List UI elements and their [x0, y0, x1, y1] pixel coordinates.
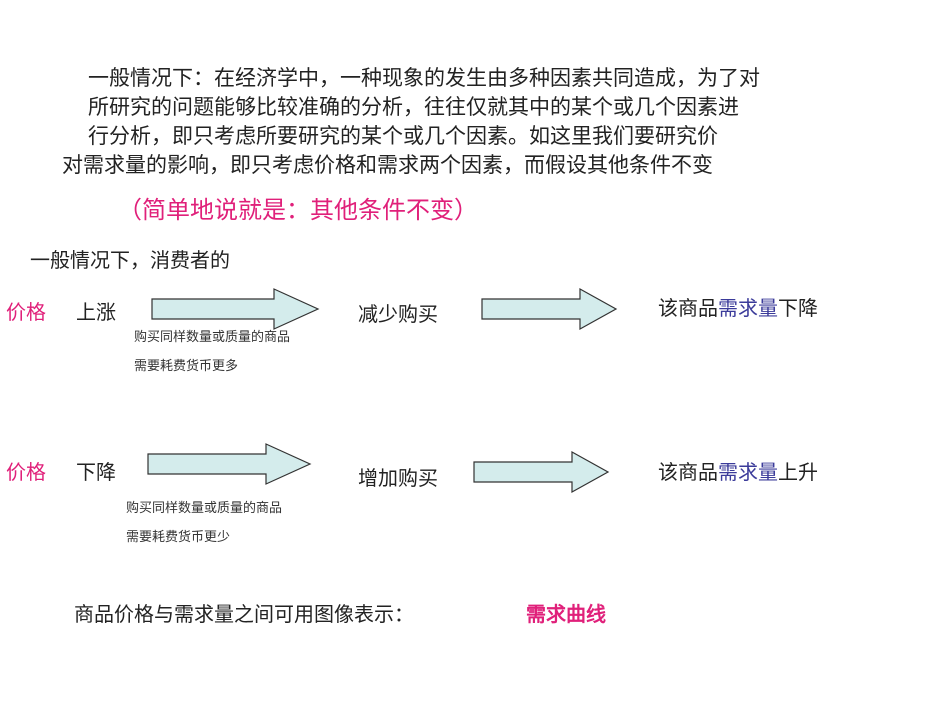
- row1-price-label: 价格: [6, 300, 46, 324]
- row1-reason-1: 购买同样数量或质量的商品: [134, 330, 291, 345]
- row1-arrow-2: [481, 287, 618, 331]
- row2-result-suffix: 上升: [778, 460, 818, 484]
- row1-arrow-1: [151, 288, 320, 330]
- row2-arrow-1: [147, 443, 312, 485]
- note-text: （简单地说就是：其他条件不变）: [118, 196, 478, 224]
- footer-text: 商品价格与需求量之间可用图像表示：: [74, 602, 414, 626]
- footer-term: 需求曲线: [526, 602, 606, 626]
- row2-middle: 增加购买: [358, 466, 438, 490]
- row1-middle: 减少购买: [358, 302, 438, 326]
- row1-result-suffix: 下降: [778, 296, 818, 320]
- intro-line-2: 所研究的问题能够比较准确的分析，往往仅就其中的某个或几个因素进: [88, 95, 739, 119]
- intro-line-1: 一般情况下：在经济学中，一种现象的发生由多种因素共同造成，为了对: [88, 66, 760, 90]
- row1-result-keyword: 需求量: [718, 296, 778, 320]
- row2-arrow-2: [473, 450, 610, 494]
- row1-action: 上涨: [76, 300, 116, 324]
- row2-price-label: 价格: [6, 460, 46, 484]
- row2-reason-1: 购买同样数量或质量的商品: [126, 501, 283, 516]
- section-label: 一般情况下，消费者的: [30, 248, 230, 272]
- row1-result-prefix: 该商品: [658, 296, 718, 320]
- row2-action: 下降: [76, 460, 116, 484]
- intro-line-4: 对需求量的影响，即只考虑价格和需求两个因素，而假设其他条件不变: [62, 153, 713, 177]
- row2-result: 该商品需求量上升: [658, 456, 818, 485]
- row2-reason-2: 需要耗费货币更少: [126, 530, 231, 545]
- row2-result-prefix: 该商品: [658, 460, 718, 484]
- intro-line-3: 行分析，即只考虑所要研究的某个或几个因素。如这里我们要研究价: [88, 124, 718, 148]
- row2-result-keyword: 需求量: [718, 460, 778, 484]
- row1-reason-2: 需要耗费货币更多: [134, 359, 239, 374]
- row1-result: 该商品需求量下降: [658, 292, 818, 321]
